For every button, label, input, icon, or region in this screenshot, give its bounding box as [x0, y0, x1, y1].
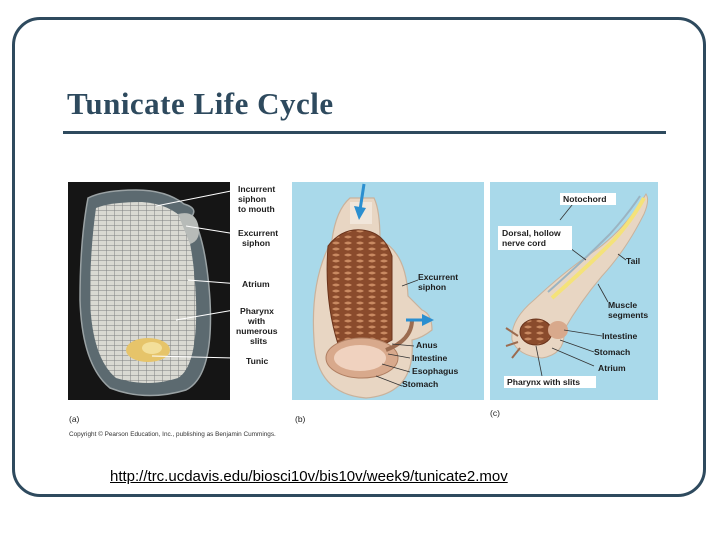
- label-stomach-b: Stomach: [402, 379, 438, 389]
- label-pharynx-a-4: slits: [250, 336, 267, 346]
- label-atrium-c: Atrium: [598, 363, 626, 373]
- label-incurrent-2: siphon: [238, 194, 266, 204]
- panel-c-larva: [490, 182, 658, 400]
- svg-text:numerous: numerous: [236, 326, 278, 336]
- label-intestine-c: Intestine: [602, 331, 638, 341]
- label-nerve-cord-1: Dorsal, hollow: [502, 228, 561, 238]
- tunicate-anatomy-figure: Incurrent siphon to mouth Excurrent siph…: [66, 180, 658, 444]
- label-atrium-a: Atrium: [242, 279, 270, 289]
- panel-c-tag: (c): [490, 408, 500, 418]
- label-stomach-c: Stomach: [594, 347, 630, 357]
- svg-text:nerve cord: nerve cord: [502, 238, 546, 248]
- svg-text:with: with: [247, 316, 265, 326]
- panel-a-photo: [68, 182, 230, 400]
- label-pharynx-a-3: numerous: [236, 326, 278, 336]
- label-tail: Tail: [626, 256, 640, 266]
- svg-text:Excurrent: Excurrent: [418, 272, 458, 282]
- label-tunic: Tunic: [246, 356, 268, 366]
- svg-text:slits: slits: [250, 336, 267, 346]
- panel-b-labels: Excurrent siphon Anus Intestine Esophagu…: [402, 272, 459, 389]
- label-excurrent-a-1: Excurrent: [238, 228, 278, 238]
- excurrent-arrow-icon: [422, 314, 434, 326]
- label-esophagus: Esophagus: [412, 366, 459, 376]
- svg-text:siphon: siphon: [418, 282, 446, 292]
- panel-c-labels: Notochord Dorsal, hollow nerve cord Tail…: [498, 193, 648, 388]
- water-flow-arrows: [354, 183, 434, 326]
- label-excurrent-b-2: siphon: [418, 282, 446, 292]
- title-underline: [63, 131, 666, 134]
- label-incurrent-3: to mouth: [238, 204, 275, 214]
- panel-b-tag: (b): [295, 414, 306, 424]
- copyright-notice: Copyright © Pearson Education, Inc., pub…: [69, 430, 276, 438]
- svg-text:siphon: siphon: [238, 194, 266, 204]
- slide-title: Tunicate Life Cycle: [67, 86, 334, 121]
- label-excurrent-a-2: siphon: [242, 238, 270, 248]
- svg-text:siphon: siphon: [242, 238, 270, 248]
- svg-text:Muscle: Muscle: [608, 300, 637, 310]
- label-incurrent-1: Incurrent: [238, 184, 275, 194]
- label-intestine-b: Intestine: [412, 353, 448, 363]
- label-excurrent-b-1: Excurrent: [418, 272, 458, 282]
- panel-b-adult: [292, 182, 484, 400]
- svg-text:Dorsal, hollow: Dorsal, hollow: [502, 228, 561, 238]
- tunicate-video-link[interactable]: http://trc.ucdavis.edu/biosci10v/bis10v/…: [110, 468, 508, 485]
- svg-text:Excurrent: Excurrent: [238, 228, 278, 238]
- label-notochord: Notochord: [563, 194, 606, 204]
- incurrent-arrow-icon: [354, 206, 366, 220]
- label-pharynx-a-1: Pharynx: [240, 306, 274, 316]
- label-pharynx-slits: Pharynx with slits: [507, 377, 580, 387]
- panel-a-tag: (a): [69, 414, 80, 424]
- slide-frame: [12, 17, 706, 497]
- svg-text:Pharynx: Pharynx: [240, 306, 274, 316]
- label-muscle-2: segments: [608, 310, 648, 320]
- svg-text:to mouth: to mouth: [238, 204, 275, 214]
- svg-text:Incurrent: Incurrent: [238, 184, 275, 194]
- label-muscle-1: Muscle: [608, 300, 637, 310]
- label-anus: Anus: [416, 340, 438, 350]
- label-nerve-cord-2: nerve cord: [502, 238, 546, 248]
- panel-a-labels: Incurrent siphon to mouth Excurrent siph…: [234, 184, 286, 366]
- label-pharynx-a-2: with: [247, 316, 265, 326]
- panel-a-leaders: [151, 189, 241, 359]
- svg-text:segments: segments: [608, 310, 648, 320]
